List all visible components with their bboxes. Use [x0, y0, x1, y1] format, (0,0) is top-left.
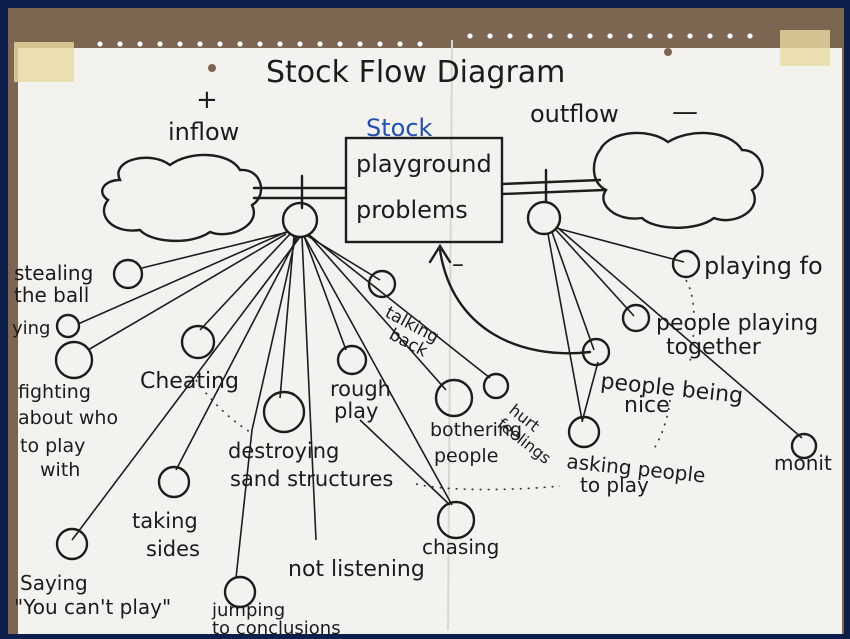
- tape: [780, 30, 830, 66]
- stock-line-1: playground: [356, 150, 492, 178]
- factor-nice-line-1: people being: [599, 369, 744, 409]
- factor-stealing-line-2: the ball: [14, 283, 89, 307]
- factor-destroying-line-1: destroying: [228, 439, 339, 463]
- outflow-label: outflow: [530, 100, 619, 128]
- factor-stealing-line-1: stealing: [14, 261, 93, 285]
- factor-notlistening-label: not listening: [288, 557, 425, 582]
- outflow-minus-sign: —: [672, 97, 698, 127]
- factor-bothering-line-1: bothering: [430, 419, 522, 441]
- factor-cheating-label: Cheating: [140, 369, 239, 394]
- factor-circles: [54, 249, 818, 609]
- factor-rough-line-1: rough: [330, 377, 391, 401]
- factor-fighting-line-1: fighting: [18, 381, 91, 403]
- feedback-arrowhead: [428, 243, 452, 264]
- factor-rough-line-2: play: [334, 399, 378, 423]
- factor-chasing-label: chasing: [422, 535, 499, 559]
- chart-paper: [18, 48, 842, 634]
- sink-cloud: [592, 131, 764, 229]
- dotted-link: [415, 483, 561, 491]
- inflow-label: inflow: [168, 118, 239, 146]
- feedback-minus-sign: –: [452, 250, 464, 278]
- factor-nice-line-2: nice: [624, 393, 670, 418]
- factor-saying-line-2: "You can't play": [14, 595, 171, 619]
- factor-monit-label: monit: [774, 451, 832, 475]
- bulletin-board: [8, 8, 844, 634]
- inflow-valve: [281, 201, 319, 239]
- factor-taking-line-2: sides: [146, 537, 200, 561]
- hole: [208, 64, 216, 72]
- factor-fighting-line-3: to play: [20, 435, 85, 457]
- hole: [664, 48, 672, 56]
- outflow-connectors: [547, 227, 803, 439]
- feedback-arrow: [438, 248, 592, 355]
- stock-line-2: problems: [356, 196, 468, 224]
- tape: [14, 42, 74, 82]
- outflow-pipe: [500, 178, 602, 186]
- factor-saying-line-1: Saying: [20, 571, 88, 595]
- factor-destroying-line-2: sand structures: [230, 467, 393, 491]
- factor-taking-line-1: taking: [132, 509, 198, 533]
- factor-jumping-line-2: to conclusions: [212, 618, 341, 639]
- spiral-holes: [97, 33, 753, 47]
- factor-fighting-line-4: with: [40, 459, 80, 481]
- factor-asking-line-2: to play: [580, 473, 649, 497]
- stock-box: [344, 136, 504, 244]
- factor-playingfor-label: playing fo: [704, 252, 823, 280]
- inflow-connectors: [71, 231, 491, 579]
- factor-jumping-line-1: jumping: [211, 600, 285, 621]
- factor-lying-label: ying: [12, 318, 51, 339]
- dotted-link: [685, 279, 695, 363]
- inflow-plus-sign: +: [196, 85, 218, 115]
- diagram-title: Stock Flow Diagram: [266, 55, 565, 90]
- outflow-valve: [526, 200, 562, 236]
- factor-bothering-line-2: people: [434, 445, 498, 467]
- outflow-pipe: [500, 188, 606, 196]
- factor-fighting-line-2: about who: [18, 407, 118, 429]
- factor-together-line-1: people playing: [656, 311, 818, 336]
- source-cloud: [101, 153, 263, 243]
- factor-together-line-2: together: [666, 335, 762, 360]
